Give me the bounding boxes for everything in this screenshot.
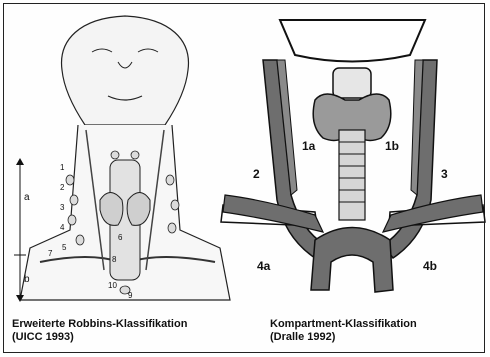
compartment-label-1a: 1a [302, 139, 316, 153]
level-number: 6 [118, 233, 123, 242]
caption-compartment-source: (Dralle 1992) [270, 331, 417, 344]
compartment-label-1b: 1b [385, 139, 399, 153]
left-subclavian-vessel [223, 195, 323, 232]
caption-robbins-title: Erweiterte Robbins-Klassifikation [12, 318, 187, 331]
caption-robbins: Erweiterte Robbins-Klassifikation (UICC … [12, 318, 187, 344]
level-number: 7 [48, 249, 53, 258]
level-number: 8 [112, 255, 117, 264]
level-number: 3 [60, 203, 65, 212]
compartment-label-3: 3 [441, 167, 448, 181]
axis-arrow-top [16, 158, 24, 165]
caption-compartment-title: Kompartment-Klassifikation [270, 318, 417, 331]
mandible-shape [280, 20, 425, 62]
caption-robbins-source: (UICC 1993) [12, 331, 187, 344]
axis-label-a: a [24, 192, 30, 203]
level-number: 5 [62, 243, 67, 252]
compartment-label-4a: 4a [257, 259, 271, 273]
axis-label-b: b [24, 274, 30, 285]
right-subclavian-vessel [383, 195, 483, 232]
level-number: 1 [60, 163, 65, 172]
compartment-label-2: 2 [253, 167, 260, 181]
caption-compartment: Kompartment-Klassifikation (Dralle 1992) [270, 318, 417, 344]
level-number: 4 [60, 223, 65, 232]
level-number: 9 [128, 291, 133, 300]
compartment-label-4b: 4b [423, 259, 437, 273]
larynx [333, 68, 371, 98]
level-number: 2 [60, 183, 65, 192]
head-outline [62, 16, 189, 125]
compartment-classification-panel: 1a 1b 2 3 4a 4b [205, 0, 490, 357]
aortic-arch [311, 228, 393, 293]
trachea [339, 130, 365, 220]
level-number: 10 [108, 281, 117, 290]
compartment-diagram: 1a 1b 2 3 4a 4b [205, 0, 490, 315]
